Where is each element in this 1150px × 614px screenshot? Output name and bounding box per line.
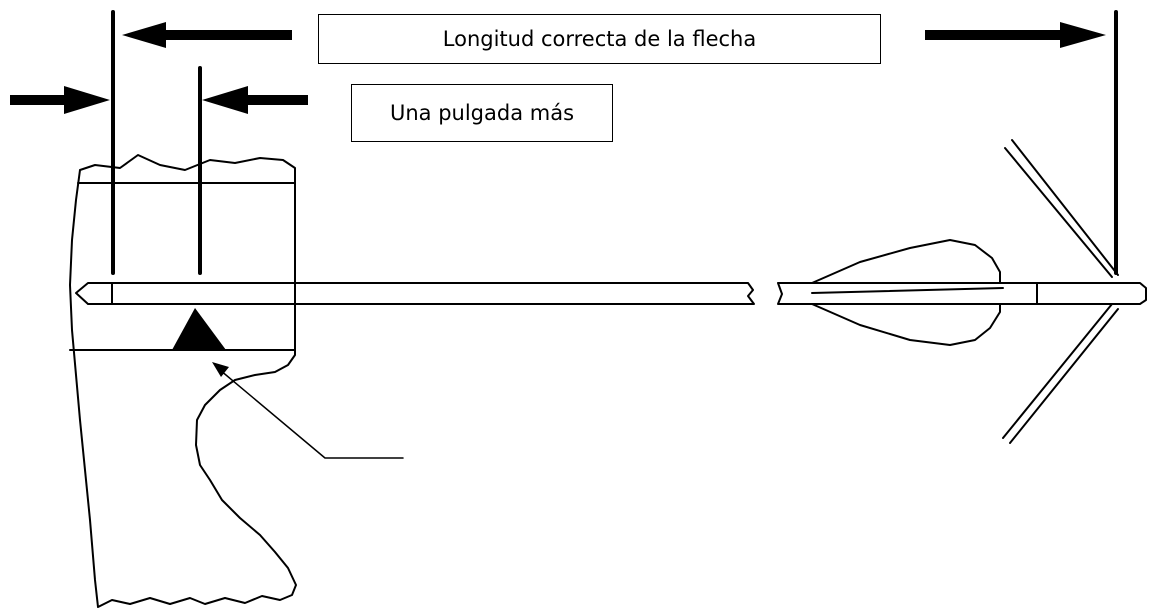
correct-arrow-length-label: Longitud correcta de la flecha	[318, 14, 881, 64]
pointer-leader-line	[219, 369, 404, 459]
arrow-shaft-front	[75, 282, 755, 305]
bow-riser-outline	[69, 154, 297, 608]
fletching-center-vane	[811, 287, 1004, 294]
arrow-rest-triangle	[172, 308, 226, 350]
inch-right-arrow-shaft	[246, 95, 308, 105]
inch-left-arrow-shaft	[10, 95, 70, 105]
correct-length-left-arrow-shaft	[160, 30, 292, 40]
bowstring-upper	[1004, 147, 1113, 278]
one-inch-more-text: Una pulgada más	[389, 101, 575, 125]
fletching-bottom-vane	[811, 303, 1001, 346]
bowstring-lower	[1002, 303, 1113, 439]
correct-length-right-arrow-shaft	[925, 30, 1065, 40]
inch-right-arrow-head	[202, 86, 248, 114]
bowstring-lower-2	[1009, 308, 1119, 444]
fletching-top-vane	[811, 239, 1001, 284]
inch-left-arrow-head	[64, 86, 110, 114]
arrow-shaft-rear	[777, 282, 1147, 305]
correct-length-left-arrow-head	[122, 22, 166, 48]
correct-arrow-length-text: Longitud correcta de la flecha	[442, 27, 757, 51]
bowstring-upper-2	[1011, 139, 1119, 276]
correct-length-right-arrow-head	[1060, 22, 1106, 48]
pointer-arrow-head	[212, 362, 229, 377]
one-inch-more-label: Una pulgada más	[351, 84, 613, 142]
